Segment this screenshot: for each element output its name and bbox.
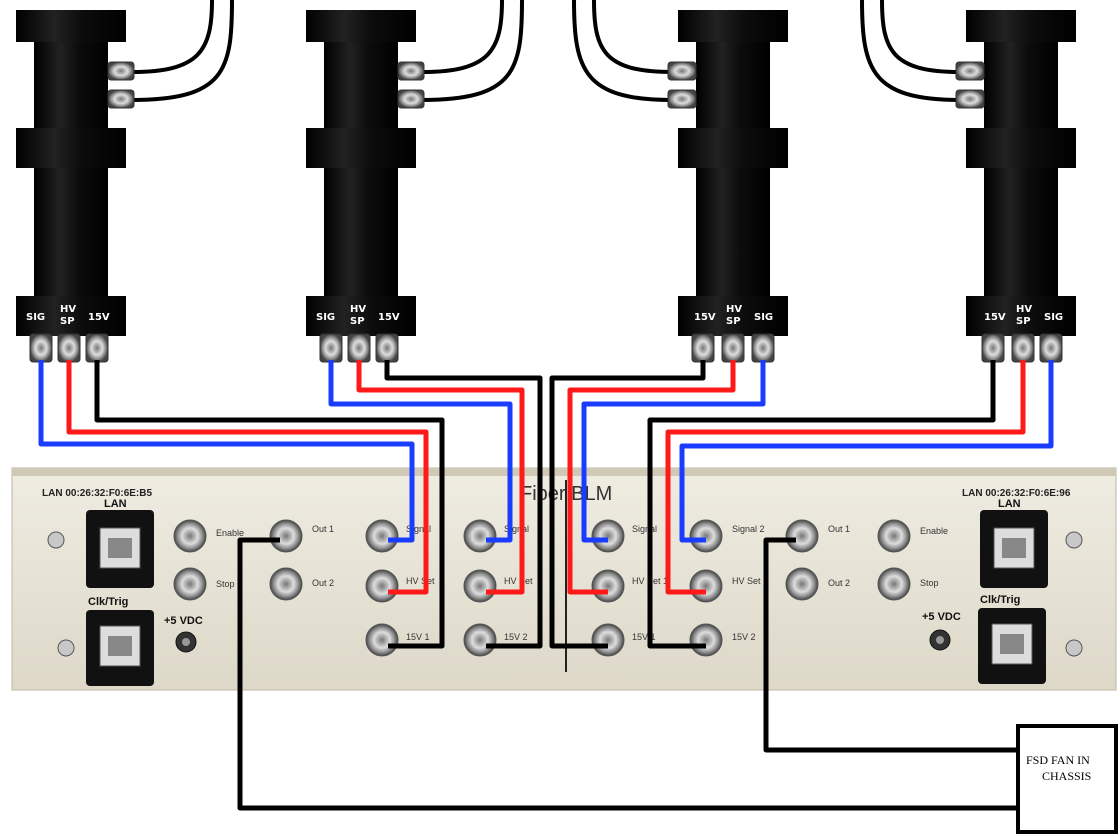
out1-label-left: Out 1 (312, 524, 334, 534)
stop-label-right: Stop (920, 578, 939, 588)
lan-label-left: LAN (104, 498, 127, 510)
fsd-line-1: FSD FAN IN (1026, 753, 1090, 767)
hvset-label-1: HV Set (406, 576, 435, 586)
tube4-hv-label: HV (1016, 304, 1032, 315)
15v1-label-1: 15V 1 (406, 632, 430, 642)
enable-label-right: Enable (920, 526, 948, 536)
tube1-hv-label: HV (60, 304, 76, 315)
tube4-sig-label: SIG (1044, 312, 1063, 323)
tube-labels: SIG HV SP 15V SIG HV SP 15V 15V HV SP SI… (26, 304, 1063, 327)
power-cables (94, 360, 1018, 811)
out1-label-right: Out 1 (828, 524, 850, 534)
tube4-sp-label: SP (1016, 316, 1031, 327)
mac-address-left: LAN 00:26:32:F0:6E:B5 (42, 488, 152, 499)
tube2-15v-label: 15V (378, 312, 400, 323)
tube2-hv-label: HV (350, 304, 366, 315)
pmt-tube-1 (16, 10, 126, 336)
tube4-15v-label: 15V (984, 312, 1006, 323)
tube3-sig-label: SIG (754, 312, 773, 323)
lan-label-right: LAN (998, 498, 1021, 510)
signal-label-2: Signal (504, 524, 529, 534)
pmt-tube-4 (966, 10, 1076, 336)
clk-trig-port-left[interactable]: Clk/Trig (86, 596, 154, 686)
panel-screws (47, 531, 1083, 657)
signal-label-3: Signal (632, 524, 657, 534)
vdc-jack-right[interactable]: +5 VDC (922, 611, 961, 651)
mac-address-right: LAN 00:26:32:F0:6E:96 (962, 488, 1071, 499)
clk-trig-label-right: Clk/Trig (980, 594, 1020, 606)
enable-label-left: Enable (216, 528, 244, 538)
lan-port-left[interactable]: LAN (86, 498, 154, 588)
top-cables (131, 0, 961, 102)
tube1-sp-label: SP (60, 316, 75, 327)
tube2-sig-label: SIG (316, 312, 335, 323)
fsd-fan-in-chassis-box: FSD FAN IN CHASSIS (1016, 724, 1118, 834)
tube1-15v-label: 15V (88, 312, 110, 323)
signal-label-1: Signal (406, 524, 431, 534)
vdc-label-right: +5 VDC (922, 611, 961, 623)
15v2-label-2: 15V 2 (732, 632, 756, 642)
signal-cables (38, 360, 1054, 543)
lan-port-right[interactable]: LAN (980, 498, 1048, 588)
hvset-label-2: HV Set (504, 576, 533, 586)
tube3-hv-label: HV (726, 304, 742, 315)
15v1-label-2: 15V 1 (632, 632, 656, 642)
tube-side-connectors (107, 61, 985, 109)
vdc-label-left: +5 VDC (164, 615, 203, 627)
tube-bottom-connectors (29, 333, 1063, 363)
hvset2-label: HV Set 2 (732, 576, 768, 586)
tube2-sp-label: SP (350, 316, 365, 327)
hv-cables (66, 360, 1026, 595)
fsd-line-2: CHASSIS (1042, 769, 1091, 783)
tube3-15v-label: 15V (694, 312, 716, 323)
clk-trig-label-left: Clk/Trig (88, 596, 128, 608)
15v2-label-1: 15V 2 (504, 632, 528, 642)
panel-title: Fiber BLM (520, 483, 612, 505)
pmt-tube-3 (678, 10, 788, 336)
out2-label-left: Out 2 (312, 578, 334, 588)
vdc-jack-left[interactable]: +5 VDC (164, 615, 203, 653)
stop-label-left: Stop (216, 579, 235, 589)
tube1-sig-label: SIG (26, 312, 45, 323)
clk-trig-port-right[interactable]: Clk/Trig (978, 594, 1046, 684)
pmt-tube-2 (306, 10, 416, 336)
signal2-label: Signal 2 (732, 524, 765, 534)
out2-label-right: Out 2 (828, 578, 850, 588)
tube3-sp-label: SP (726, 316, 741, 327)
